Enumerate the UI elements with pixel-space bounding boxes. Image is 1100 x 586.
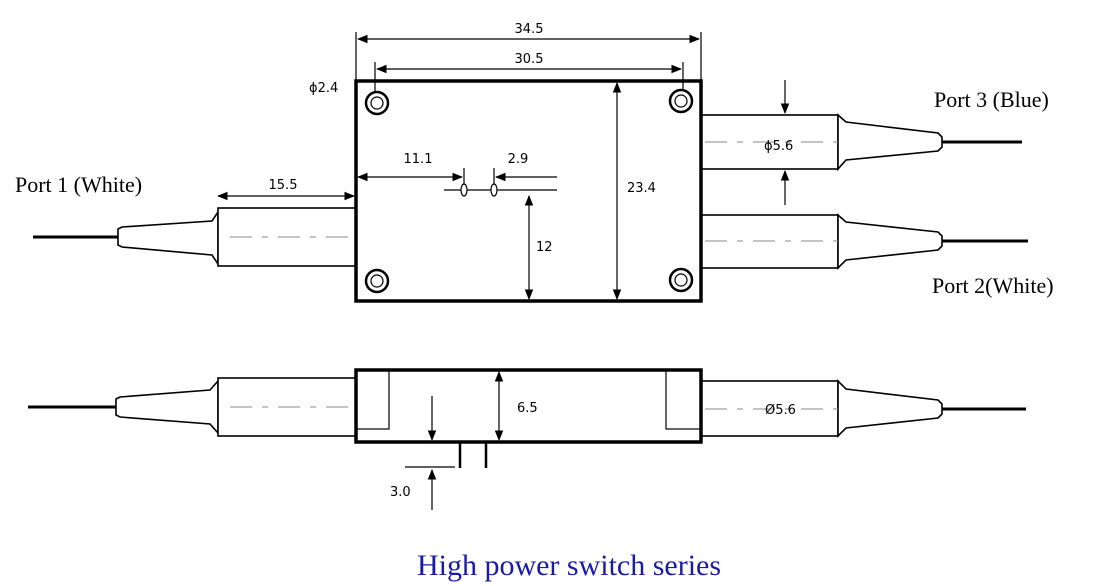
mounting-hole <box>364 90 390 116</box>
dimension-pin-offset: 11.1 <box>356 152 465 196</box>
caption: High power switch series <box>417 549 721 582</box>
mounting-hole <box>668 88 694 114</box>
sleeve-length-label: 15.5 <box>269 178 298 193</box>
side-right-fiber-assembly <box>700 379 1026 438</box>
mounting-hole <box>668 267 694 293</box>
sleeve-diameter-label: ϕ5.6 <box>764 139 793 154</box>
pin-length-label: 3.0 <box>390 485 411 500</box>
dimension-hole-pitch: 30.5 <box>374 52 684 92</box>
port2-label: Port 2(White) <box>932 273 1054 298</box>
pin-marks <box>444 183 557 197</box>
port3-label: Port 3 (Blue) <box>934 87 1049 112</box>
port2-fiber-assembly <box>700 213 1028 270</box>
side-pins <box>458 442 488 468</box>
dimension-body-height: 23.4 <box>612 81 656 301</box>
pin-spacing-label: 2.9 <box>508 152 529 167</box>
dimension-thickness: 6.5 <box>494 370 538 442</box>
pin-height-label: 12 <box>536 240 553 255</box>
dimension-pin-height: 12 <box>524 194 553 301</box>
dimension-sleeve-length: 15.5 <box>216 178 356 201</box>
dimension-pin-spacing: 2.9 <box>493 152 557 196</box>
hole-pitch-label: 30.5 <box>515 52 544 67</box>
hole-diameter-label: ϕ2.4 <box>309 81 338 96</box>
port3-fiber-assembly <box>700 113 1022 172</box>
dimension-pin-length: 3.0 <box>390 396 455 510</box>
body-height-label: 23.4 <box>627 181 656 196</box>
overall-length-label: 34.5 <box>515 22 544 37</box>
thickness-label: 6.5 <box>517 401 538 416</box>
mounting-hole <box>364 268 390 294</box>
top-view: 34.5 30.5 ϕ2.4 23.4 15.5 11.1 <box>15 22 1054 303</box>
switch-body-side <box>354 368 703 444</box>
port1-fiber-assembly <box>33 207 357 267</box>
dimension-overall-length: 34.5 <box>355 22 702 81</box>
side-left-fiber-assembly <box>28 377 357 437</box>
dimension-sleeve-diameter: ϕ5.6 <box>764 80 793 205</box>
pin-offset-label: 11.1 <box>404 152 433 167</box>
sleeve-diameter-side-label: Ø5.6 <box>765 403 796 418</box>
port1-label: Port 1 (White) <box>15 172 142 197</box>
side-view: 6.5 3.0 Ø5.6 <box>28 368 1026 510</box>
